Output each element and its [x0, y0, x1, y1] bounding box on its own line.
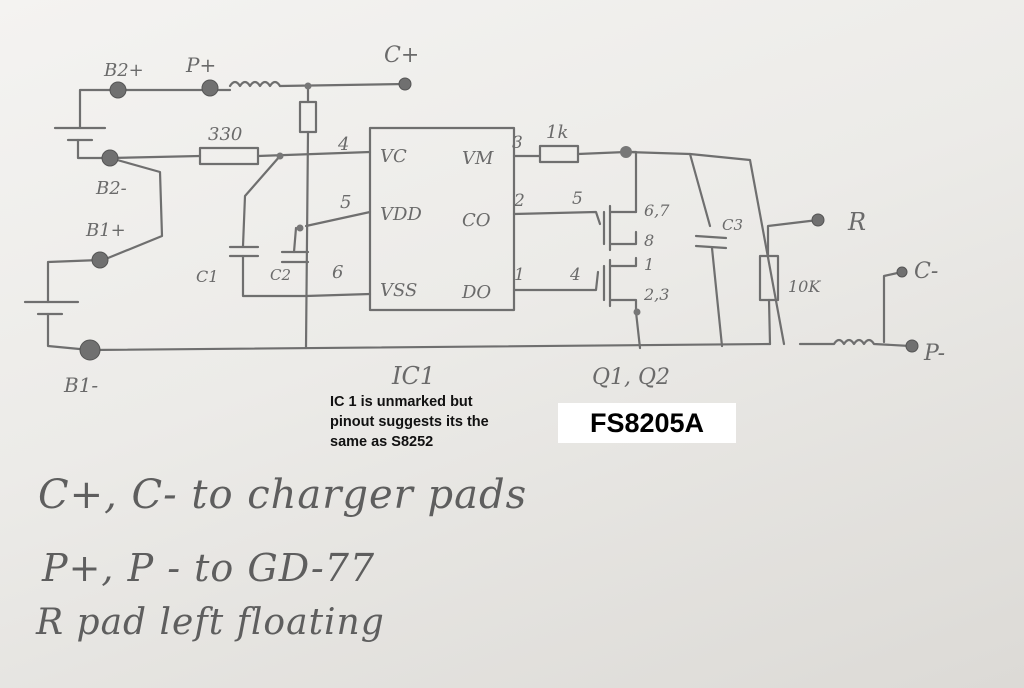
label-b2-minus: B2-	[95, 178, 127, 199]
label-q-pin4: 4	[569, 265, 581, 285]
label-pin1: 1	[514, 265, 525, 285]
bottom-rail	[88, 342, 772, 352]
ic1-box	[368, 126, 516, 312]
pad-b1-minus	[79, 339, 101, 361]
resistor-1k	[538, 144, 580, 164]
label-r-pad: R	[847, 208, 866, 236]
battery-b1-symbol	[23, 300, 80, 316]
label-vdd: VDD	[380, 204, 422, 225]
c1-wire	[241, 154, 282, 248]
b1-minus-wire	[46, 312, 92, 352]
label-q-pin23: 2,3	[643, 285, 669, 304]
pad-c-minus	[896, 266, 908, 278]
label-pin4: 4	[337, 134, 349, 155]
b1-wire	[46, 258, 102, 304]
label-vm: VM	[462, 148, 494, 169]
label-do: DO	[461, 282, 491, 303]
c1-wire-bottom	[241, 254, 308, 298]
label-ic1: IC1	[391, 362, 435, 390]
junction-source	[633, 308, 641, 316]
label-c3: C3	[722, 216, 743, 234]
resistor-vdd	[298, 100, 318, 134]
b2-b1-wire	[106, 156, 164, 260]
mosfet-q1	[602, 204, 638, 252]
top-rail-wire-2	[278, 82, 407, 88]
mosfet-drain-wire	[624, 150, 638, 214]
pad-b1-plus	[91, 251, 109, 269]
label-r10k: 10K	[788, 277, 821, 296]
c3-bottom-wire	[710, 246, 724, 348]
label-pin5: 5	[340, 192, 351, 213]
label-c-minus: C-	[914, 259, 938, 284]
c-minus-wire	[882, 270, 904, 344]
label-r330: 330	[208, 124, 242, 145]
r10k-bottom-wire	[767, 298, 772, 346]
junction-vdd	[296, 224, 304, 232]
label-pin2: 2	[513, 191, 525, 211]
label-b1-plus: B1+	[85, 220, 126, 241]
do-wire	[512, 270, 600, 292]
r330-wire	[108, 154, 202, 160]
label-c2: C2	[270, 266, 291, 284]
vdd-vertical-wire	[304, 130, 310, 350]
p-minus-inductor	[798, 338, 912, 348]
b2-minus-wire	[76, 138, 112, 160]
label-r1k: 1k	[546, 122, 568, 143]
label-pin3: 3	[512, 133, 523, 153]
label-q-pin5: 5	[572, 189, 583, 209]
label-co: CO	[462, 210, 491, 231]
label-b1-minus: B1-	[63, 373, 98, 397]
c2-wire	[292, 226, 298, 254]
vdd-wire	[304, 210, 372, 228]
label-p-minus: P-	[923, 341, 945, 366]
capacitor-c2	[280, 250, 310, 264]
mosfet-source-wire	[634, 310, 642, 350]
pad-p-plus	[201, 79, 219, 97]
co-wire	[512, 210, 602, 226]
vss-wire	[304, 292, 372, 298]
b2-wire	[78, 88, 120, 130]
junction-top	[304, 82, 312, 90]
pad-b2-minus	[101, 149, 119, 167]
mosfet-part-number: FS8205A	[558, 403, 736, 443]
capacitor-c3	[694, 234, 728, 250]
vc-wire	[256, 150, 372, 158]
label-q1q2: Q1, Q2	[592, 365, 670, 390]
label-vss: VSS	[380, 280, 417, 301]
label-b2-plus: B2+	[103, 60, 144, 81]
vm-wire-2	[576, 150, 628, 156]
ic-note-line-1: IC 1 is unmarked but	[330, 394, 473, 410]
resistor-330	[198, 146, 260, 166]
junction-drain	[620, 146, 632, 158]
label-vc: VC	[380, 146, 407, 167]
junction-vc	[276, 152, 284, 160]
legend-line-3: R pad left floating	[36, 602, 385, 643]
ic-note-line-2: pinout suggests its the	[330, 414, 489, 430]
c3-right-wire	[688, 152, 786, 346]
label-c-plus: C+	[384, 43, 419, 68]
pad-r	[811, 213, 825, 227]
label-pin6: 6	[332, 262, 343, 283]
label-q-pin1: 1	[644, 255, 654, 274]
label-q-pin8: 8	[644, 231, 654, 250]
ic-note: IC 1 is unmarked but pinout suggests its…	[330, 392, 530, 452]
legend-line-2: P+, P - to GD-77	[42, 546, 376, 590]
legend-line-1: C+, C- to charger pads	[38, 472, 528, 518]
capacitor-c1	[228, 245, 260, 258]
pad-p-minus	[905, 339, 919, 353]
ic-note-line-3: same as S8252	[330, 434, 434, 450]
inductor-top	[228, 80, 282, 88]
label-c1: C1	[196, 267, 218, 286]
battery-b2-symbol	[53, 126, 107, 142]
pad-c-plus	[398, 77, 412, 91]
pad-b2-plus	[109, 81, 127, 99]
label-q-pin67: 6,7	[644, 201, 670, 220]
r-wire	[766, 218, 820, 258]
label-p-plus: P+	[185, 53, 216, 77]
mosfet-q2	[602, 256, 638, 314]
